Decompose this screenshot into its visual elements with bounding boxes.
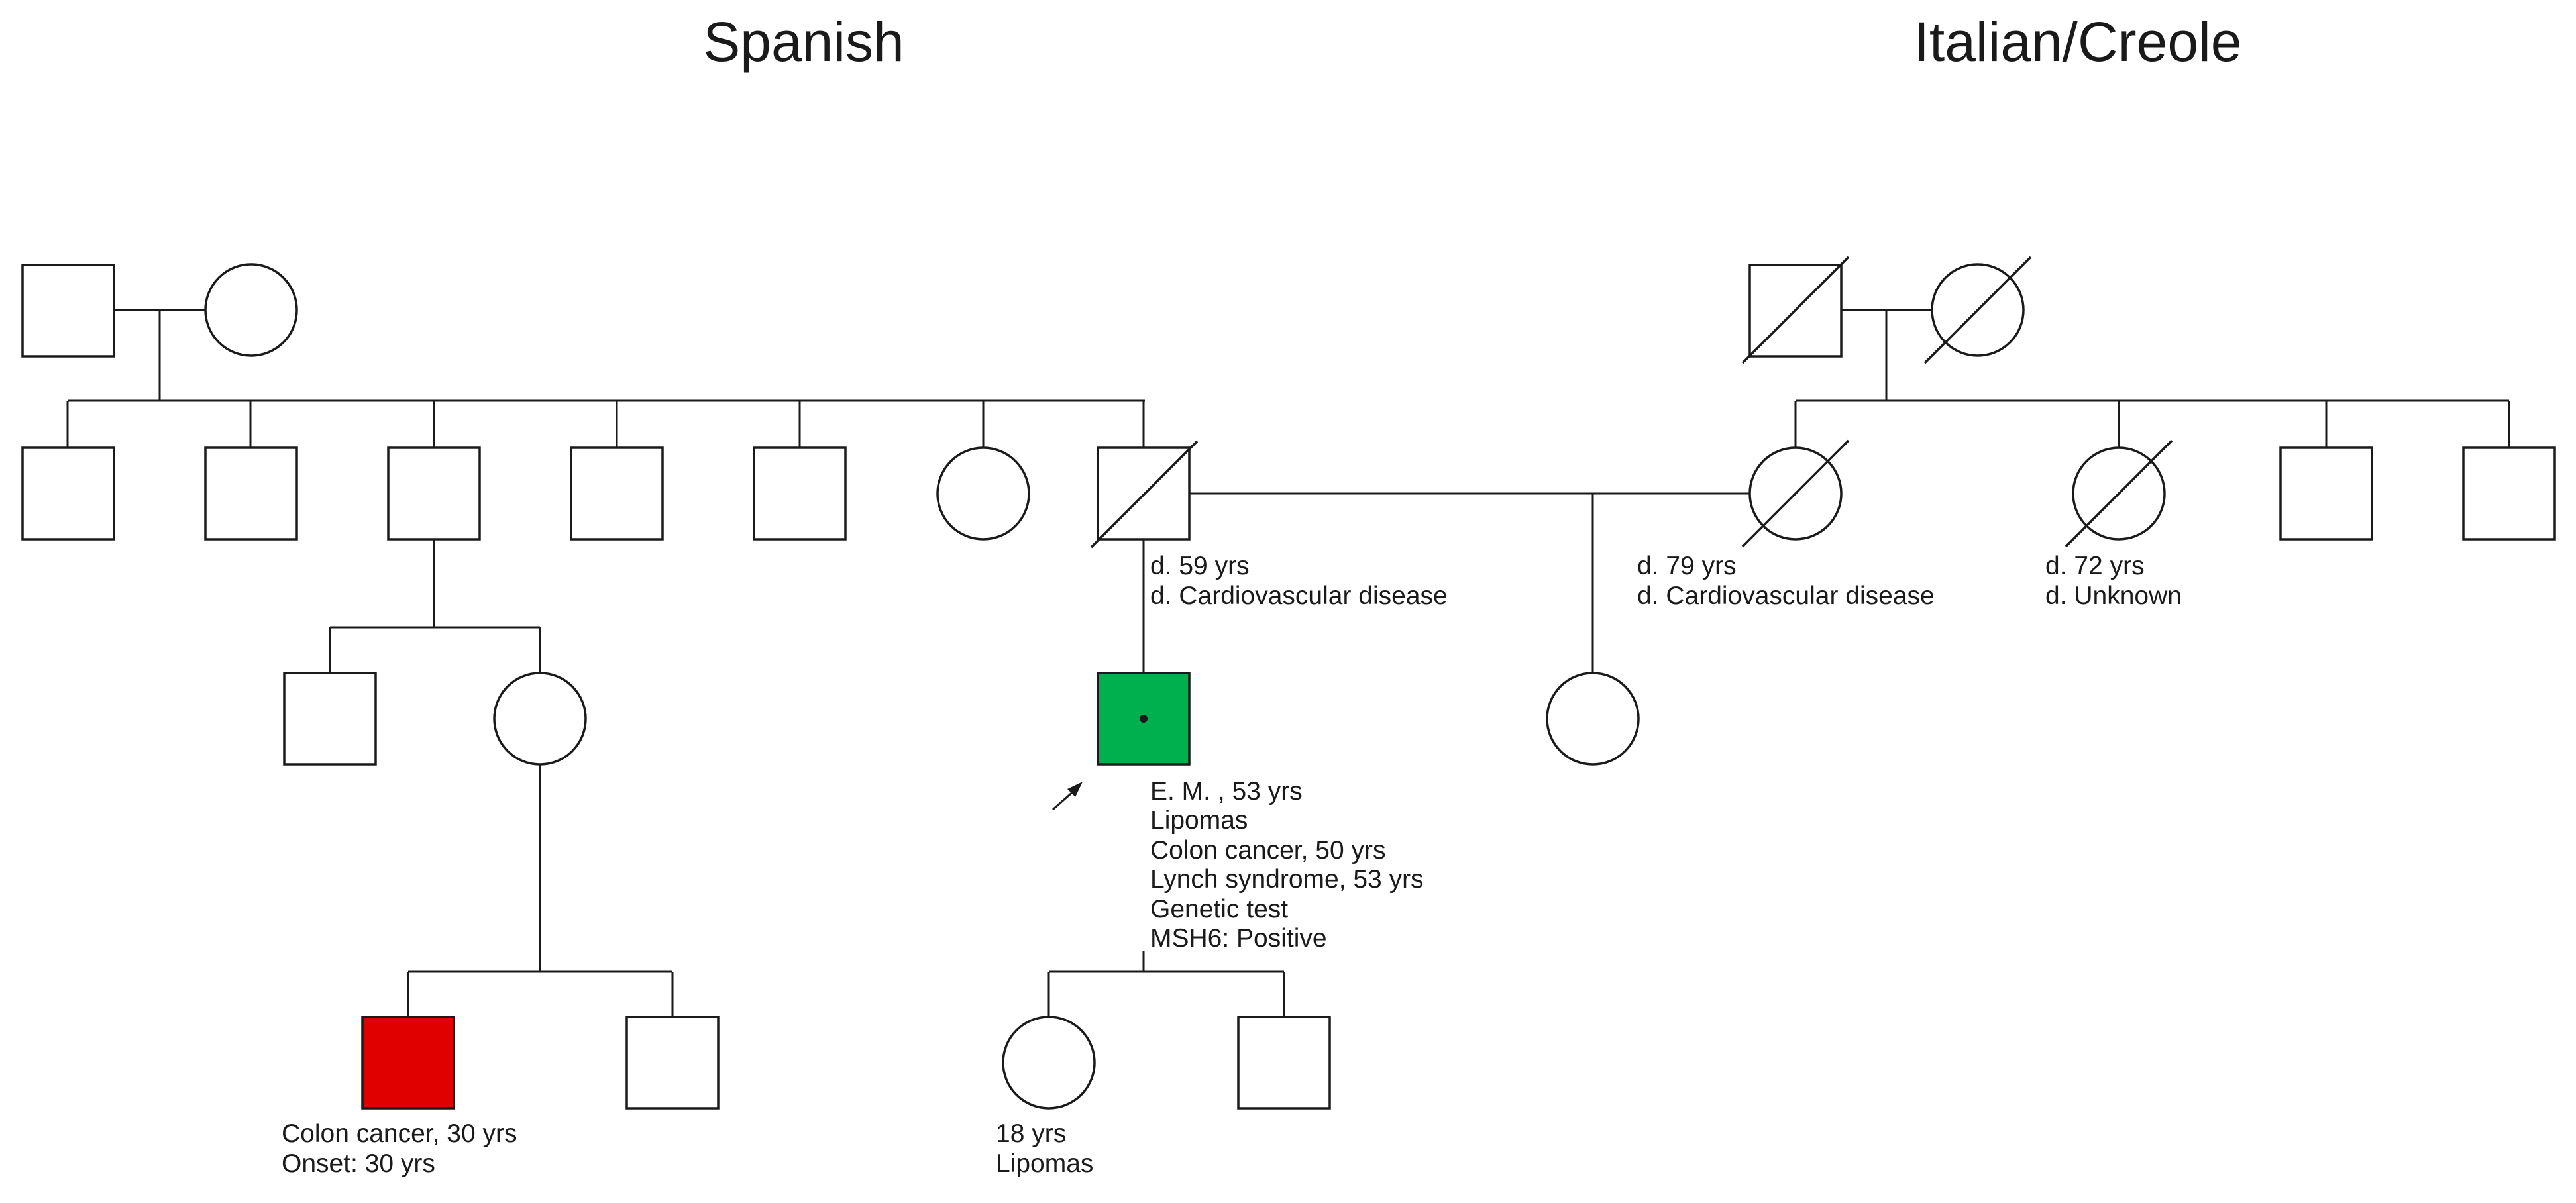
cousin-male-square xyxy=(283,672,377,766)
paternal-uncle-5-square xyxy=(753,446,847,541)
deceased-slash xyxy=(2065,439,2173,548)
cousins-son-note-colon-cancer: Colon cancer, 30 yrs xyxy=(282,1120,517,1148)
cousins-son-2-square xyxy=(625,1016,720,1110)
maternal-aunt-note-death-cause: d. Unknown xyxy=(2045,582,2182,610)
carrier-dot xyxy=(1140,715,1148,723)
son-square xyxy=(1237,1016,1331,1110)
paternal-uncle-3-square xyxy=(387,446,481,541)
paternal-uncle-4-square xyxy=(570,446,664,541)
mother-note-death-cause: d. Cardiovascular disease xyxy=(1637,582,1935,610)
paternal-uncle-1-square xyxy=(21,446,115,541)
heading-italian-creole: Italian/Creole xyxy=(1914,11,2242,73)
proband-note-lynch-syndrome: Lynch syndrome, 53 yrs xyxy=(1150,865,1424,894)
proband-note-msh6: MSH6: Positive xyxy=(1150,924,1327,953)
maternal-aunt-note-death-age: d. 72 yrs xyxy=(2045,552,2145,580)
paternal-uncle-2-square xyxy=(204,446,298,541)
deceased-slash xyxy=(1741,439,1850,548)
proband-note-genetic-test: Genetic test xyxy=(1150,895,1288,923)
paternal-aunt-circle xyxy=(936,446,1030,541)
deceased-slash xyxy=(1090,440,1199,549)
maternal-uncle-1-square xyxy=(2279,446,2373,541)
daughter-note-age: 18 yrs xyxy=(996,1120,1066,1148)
paternal-grandmother-circle xyxy=(204,263,298,357)
heading-spanish: Spanish xyxy=(703,11,904,73)
mother-note-death-age: d. 79 yrs xyxy=(1637,552,1737,580)
cousins-son-note-onset: Onset: 30 yrs xyxy=(282,1149,435,1178)
proband-note-colon-cancer: Colon cancer, 50 yrs xyxy=(1150,836,1386,864)
maternal-uncle-2-square xyxy=(2462,446,2556,541)
father-note-death-age: d. 59 yrs xyxy=(1150,552,1250,580)
deceased-slash xyxy=(1741,256,1850,364)
daughter-note-lipomas: Lipomas xyxy=(996,1149,1093,1178)
cousins-son-affected-square xyxy=(361,1016,455,1110)
deceased-slash xyxy=(1923,256,2032,364)
proband-note-name-age: E. M. , 53 yrs xyxy=(1150,777,1303,806)
sister-circle xyxy=(1546,672,1640,766)
daughter-circle xyxy=(1002,1016,1096,1110)
proband-arrow-icon xyxy=(1052,782,1083,811)
relationship-lines xyxy=(66,309,2510,1017)
proband-note-lipomas: Lipomas xyxy=(1150,806,1248,835)
cousin-female-circle xyxy=(493,672,587,766)
father-note-death-cause: d. Cardiovascular disease xyxy=(1150,582,1448,610)
paternal-grandfather-square xyxy=(21,264,115,358)
